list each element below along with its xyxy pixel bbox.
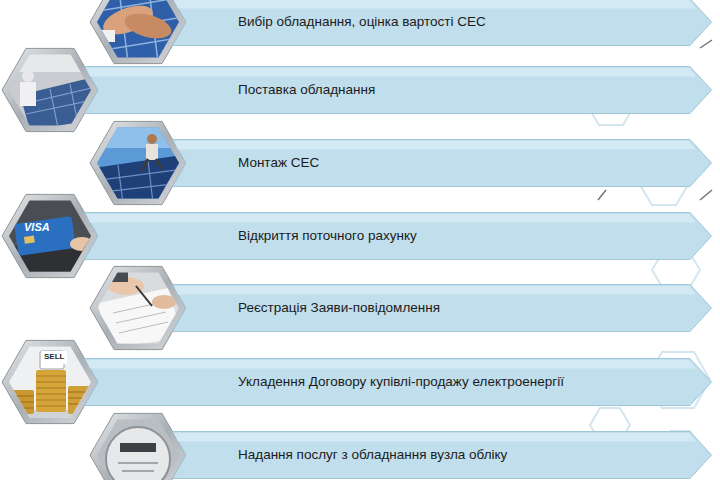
step-band: Вибір обладнання, оцінка вартості СЕС bbox=[172, 0, 712, 46]
band-fill bbox=[173, 0, 712, 46]
photo-icon bbox=[90, 413, 186, 480]
band-highlight bbox=[174, 141, 696, 150]
photo-icon bbox=[2, 48, 98, 131]
band-fill bbox=[173, 140, 712, 187]
step-text: Реєстрація Заяви-повідомлення bbox=[238, 299, 684, 317]
band-shape bbox=[84, 66, 712, 114]
band-fill bbox=[173, 285, 712, 332]
step-text: Поставка обладнання bbox=[238, 81, 684, 99]
step-band: Монтаж СЕС bbox=[172, 139, 712, 187]
step-band: Поставка обладнання bbox=[84, 66, 712, 114]
photo-text: SELL bbox=[41, 351, 67, 364]
step-text: Монтаж СЕС bbox=[238, 154, 684, 172]
band-fill bbox=[173, 432, 712, 479]
step-text: Вибір обладнання, оцінка вартості СЕС bbox=[238, 13, 684, 31]
band-highlight bbox=[174, 433, 696, 442]
step-band: Надання послуг з обладнання вузла обліку bbox=[172, 431, 712, 479]
photo-text: VISA bbox=[24, 221, 50, 233]
step-band: Відкриття поточного рахунку bbox=[84, 212, 712, 260]
band-fill bbox=[85, 213, 712, 260]
band-fill bbox=[85, 67, 712, 114]
band-fill bbox=[85, 359, 712, 406]
photo-icon bbox=[90, 121, 186, 204]
photo-icon bbox=[2, 194, 98, 277]
band-highlight bbox=[86, 68, 696, 77]
step-text: Надання послуг з обладнання вузла обліку bbox=[238, 446, 684, 464]
band-highlight bbox=[174, 286, 696, 295]
step-band: Реєстрація Заяви-повідомлення bbox=[172, 284, 712, 332]
photo-icon bbox=[90, 0, 186, 64]
step-text: Відкриття поточного рахунку bbox=[238, 227, 684, 245]
photo-icon bbox=[2, 340, 98, 424]
photo-icon bbox=[90, 266, 186, 349]
step-text: Укладення Договору купівлі-продажу елект… bbox=[238, 373, 684, 391]
band-highlight bbox=[86, 360, 696, 369]
band-highlight bbox=[174, 0, 696, 9]
step-band: Укладення Договору купівлі-продажу елект… bbox=[84, 358, 712, 406]
band-highlight bbox=[86, 214, 696, 223]
